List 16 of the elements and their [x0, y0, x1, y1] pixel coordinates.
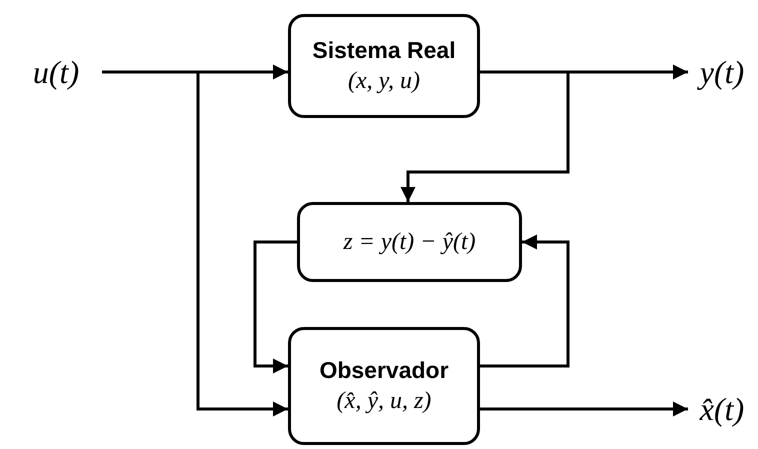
arrow	[400, 70, 570, 202]
signal-label: x̂(t)	[700, 390, 744, 428]
math-expression: (x̂, ŷ, u, z)	[336, 388, 432, 415]
block-title: Observador	[319, 357, 449, 384]
arrow	[480, 234, 570, 368]
arrow	[102, 70, 288, 416]
arrow	[480, 402, 688, 416]
error-box	[297, 202, 522, 282]
math-expression: z = y(t) − ŷ(t)	[343, 228, 476, 256]
system-box	[288, 14, 480, 118]
math-expression: (x, y, u)	[348, 68, 420, 95]
observer-box	[288, 327, 480, 445]
block-title: Sistema Real	[312, 37, 456, 64]
signal-label: y(t)	[700, 54, 744, 90]
signal-label: u(t)	[32, 54, 80, 90]
arrow	[254, 240, 297, 374]
